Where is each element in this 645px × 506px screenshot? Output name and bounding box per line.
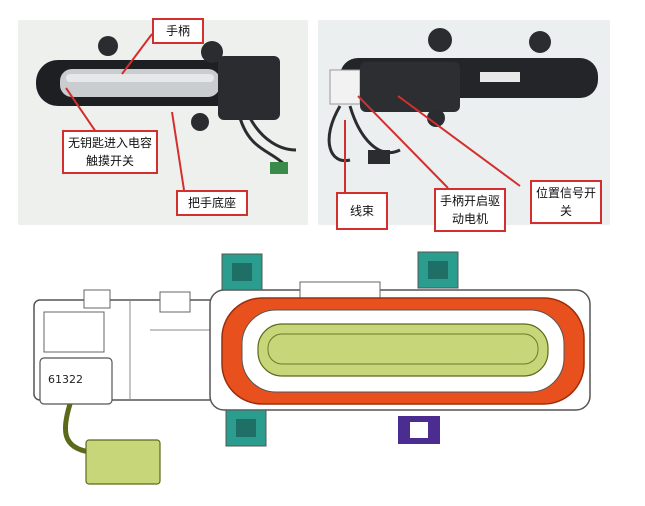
leader-position-switch [397, 95, 521, 187]
photo-left-panel [18, 20, 308, 225]
mounting-clip-icon [417, 251, 459, 289]
part-label: 61322 [48, 373, 83, 386]
leader-handle-base [171, 111, 185, 191]
handle-assembly-photo-right [327, 28, 598, 164]
leader-touch-switch [65, 87, 97, 133]
mounting-clip-icon [221, 253, 263, 291]
callout-leaders [65, 33, 521, 192]
leader-drive-motor [357, 95, 449, 189]
cad-drawing [33, 251, 591, 485]
handle-assembly-photo-left [36, 36, 297, 174]
marker-icon [398, 416, 440, 444]
callout-handle-drive-motor: 手柄开启驱动电机 [434, 188, 506, 232]
leader-handle [121, 33, 153, 75]
green-handle [257, 323, 549, 377]
callout-wire-harness: 线束 [336, 192, 388, 230]
callout-keyless-touch-switch: 无钥匙进入电容触摸开关 [62, 130, 158, 174]
callout-position-signal-switch: 位置信号开关 [530, 180, 602, 224]
connector [85, 439, 161, 485]
callout-handle-base: 把手底座 [176, 190, 248, 216]
callout-handle: 手柄 [152, 18, 204, 44]
mounting-clip-icon [225, 409, 267, 447]
